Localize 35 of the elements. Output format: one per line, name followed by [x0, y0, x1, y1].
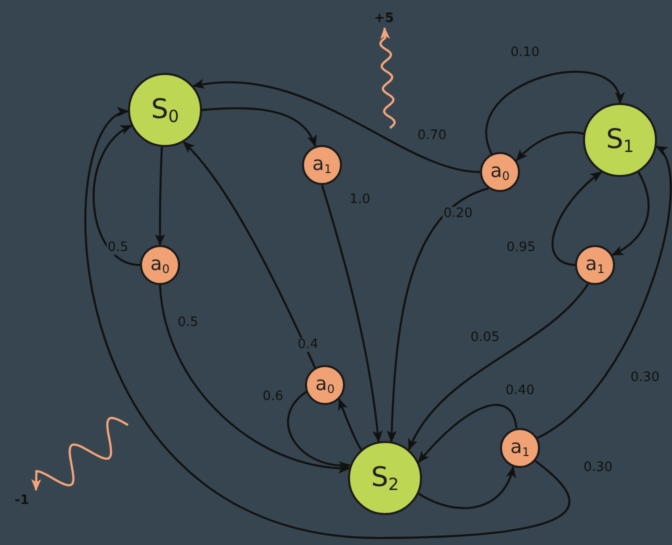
- action-node: a$_{0}$: [480, 152, 520, 192]
- arrow: [485, 70, 622, 154]
- state-node: S$_{1}$: [583, 103, 657, 177]
- action-node: a$_{0}$: [140, 245, 180, 285]
- arrow: [92, 124, 140, 266]
- state-node: S$_{2}$: [348, 441, 422, 515]
- action-node: a$_{1}$: [575, 245, 615, 285]
- arrow: [182, 141, 316, 368]
- reward-arrow: [31, 416, 129, 492]
- edge-label: 0.5: [106, 240, 130, 256]
- reward-value: -1: [8, 490, 36, 510]
- reward-arrow: [379, 27, 396, 129]
- arrow: [418, 466, 516, 509]
- arrow: [192, 80, 480, 173]
- arrow: [611, 172, 650, 256]
- action-node: a$_{0}$: [305, 365, 345, 405]
- reward-value: +5: [369, 8, 399, 28]
- action-node: a$_{1}$: [500, 428, 540, 468]
- state-node: S$_{0}$: [128, 73, 202, 147]
- arrow: [552, 171, 602, 266]
- arrow: [516, 131, 584, 162]
- arrow: [536, 146, 672, 439]
- action-node: a$_{1}$: [302, 145, 342, 185]
- arrow: [155, 146, 165, 246]
- arrow: [418, 404, 518, 464]
- arrow: [338, 398, 362, 450]
- edge-label: 0.20: [442, 206, 474, 222]
- arrow: [84, 110, 570, 539]
- arrow: [287, 391, 352, 470]
- edge-label: 0.4: [296, 338, 320, 352]
- arrow: [202, 107, 316, 148]
- arrow: [321, 184, 382, 443]
- arrow: [386, 187, 489, 443]
- arrow: [408, 283, 589, 451]
- arrow: [159, 284, 350, 473]
